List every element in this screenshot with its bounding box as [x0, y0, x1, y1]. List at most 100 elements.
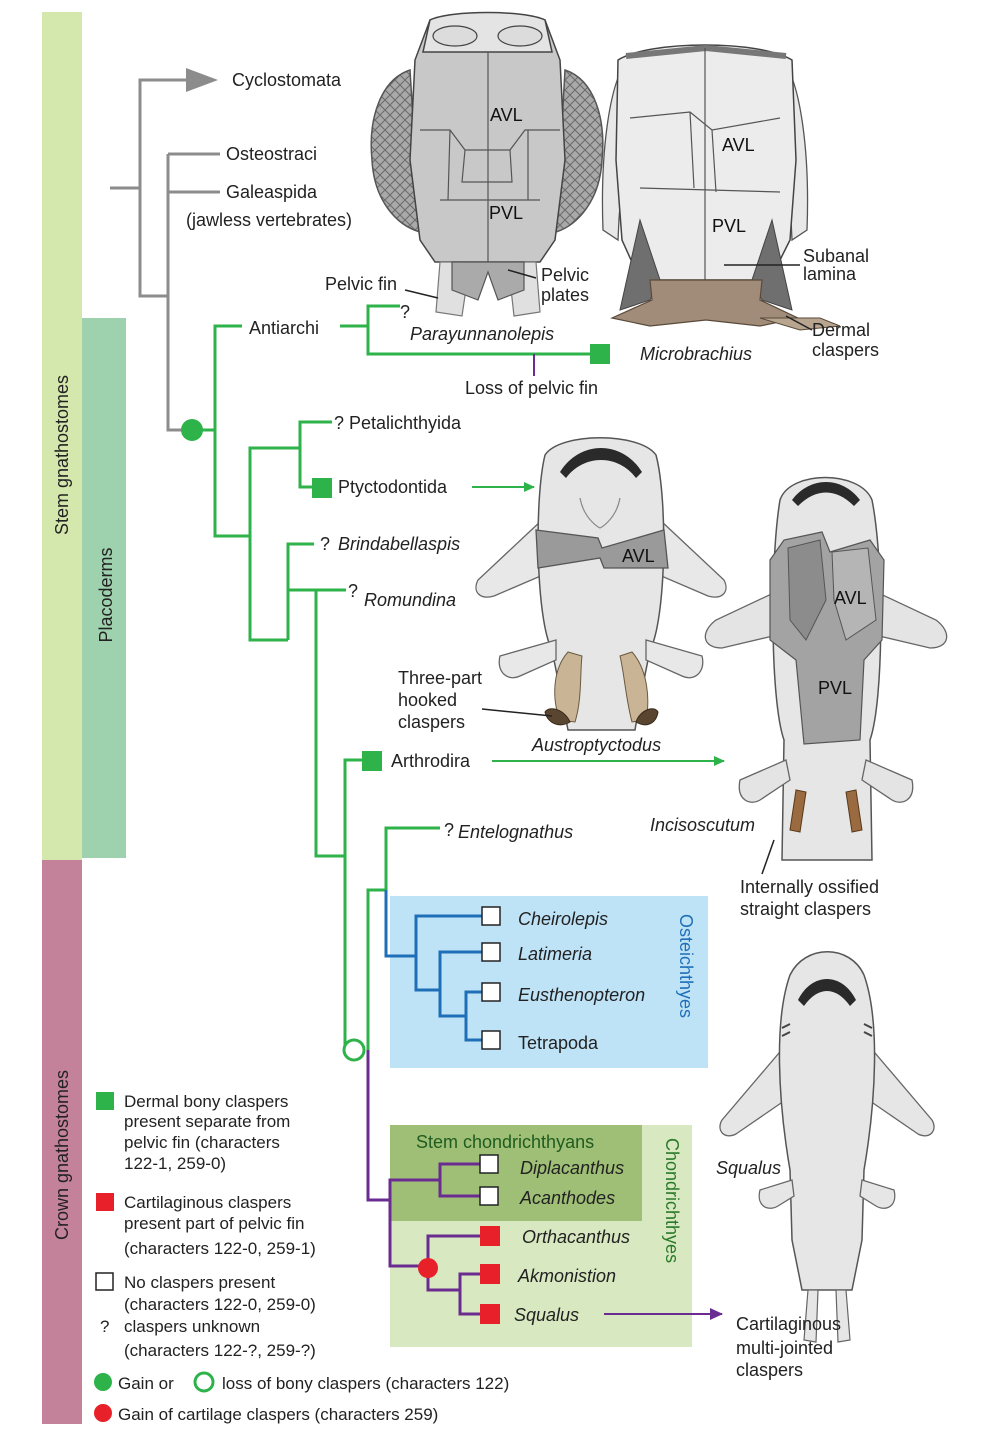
label-akmonistion: Akmonistion — [517, 1266, 616, 1286]
unknown-brindabellaspis: ? — [320, 534, 330, 554]
legend-dermal-2: present separate from — [124, 1112, 290, 1131]
taxon-labels: Cyclostomata Osteostraci Galeaspida (jaw… — [186, 70, 752, 1325]
legend-none-1: No claspers present — [124, 1273, 275, 1292]
marker-none-acanthodes — [479, 1186, 499, 1206]
unknown-petalichthyida: ? — [334, 413, 344, 433]
marker-none-tetrapoda — [481, 1030, 501, 1050]
chondrichthyes-label: Chondrichthyes — [662, 1138, 682, 1263]
incisoscutum-pvl: PVL — [818, 678, 852, 698]
legend-cart-2: present part of pelvic fin — [124, 1214, 304, 1233]
legend-dermal-1: Dermal bony claspers — [124, 1092, 288, 1111]
label-orthacanthus: Orthacanthus — [522, 1227, 630, 1247]
microbrachius-pvl: PVL — [712, 216, 746, 236]
legend-loss-bony: loss of bony claspers (characters 122) — [222, 1374, 509, 1393]
label-three-part-2: hooked — [398, 690, 457, 710]
label-cartilaginous-3: claspers — [736, 1360, 803, 1380]
label-incisoscutum: Incisoscutum — [650, 815, 755, 835]
label-diplacanthus: Diplacanthus — [520, 1158, 624, 1178]
label-brindabellaspis: Brindabellaspis — [338, 534, 460, 554]
label-cartilaginous-1: Cartilaginous — [736, 1314, 841, 1334]
label-subanal-1: Subanal — [803, 246, 869, 266]
label-entelognathus: Entelognathus — [458, 822, 573, 842]
label-microbrachius: Microbrachius — [640, 344, 752, 364]
osteichthyes-box — [390, 896, 708, 1068]
marker-none-cheirolepis — [481, 906, 501, 926]
placoderm-bar — [82, 318, 126, 858]
label-austroptyctodus: Austroptyctodus — [531, 735, 661, 755]
legend-gain-or: Gain or — [118, 1374, 174, 1393]
microbrachius-avl: AVL — [722, 135, 755, 155]
label-osteostraci: Osteostraci — [226, 144, 317, 164]
legend-dermal-4: 122-1, 259-0) — [124, 1154, 226, 1173]
label-subanal-2: lamina — [803, 264, 857, 284]
label-ptyctodontida: Ptyctodontida — [338, 477, 448, 497]
label-acanthodes: Acanthodes — [519, 1188, 615, 1208]
label-parayunnanolepis: Parayunnanolepis — [410, 324, 554, 344]
legend-unknown-mark: ? — [100, 1317, 109, 1336]
parayunnanolepis-pvl: PVL — [489, 203, 523, 223]
austroptyctodus-illustration: AVL Three-part hooked claspers Austropty… — [398, 437, 727, 755]
marker-dermal-microbrachius — [590, 344, 610, 364]
label-arthrodira: Arthrodira — [391, 751, 471, 771]
label-three-part-3: claspers — [398, 712, 465, 732]
crown-bar-label: Crown gnathostomes — [52, 1070, 72, 1240]
legend-dermal-3: pelvic fin (characters — [124, 1133, 280, 1152]
marker-cart-squalus — [480, 1304, 500, 1324]
side-bars: Stem gnathostomes Placoderms Crown gnath… — [42, 12, 126, 1424]
legend-none-2: (characters 122-0, 259-0) — [124, 1295, 316, 1314]
label-galeaspida: Galeaspida — [226, 182, 318, 202]
marker-cart-akmonistion — [480, 1264, 500, 1284]
loss-bony-claspers-node — [342, 1038, 366, 1062]
marker-cart-orthacanthus — [480, 1226, 500, 1246]
parayunnanolepis-avl: AVL — [490, 105, 523, 125]
squalus-illustration: Squalus Cartilaginous multi-jointed clas… — [716, 951, 935, 1380]
legend-gain-swatch — [94, 1373, 112, 1391]
marker-dermal-ptyctodontida — [312, 478, 332, 498]
stem-bar — [42, 12, 82, 860]
legend-cart-gain-swatch — [94, 1404, 112, 1422]
legend-unknown-2: (characters 122-?, 259-?) — [124, 1341, 316, 1360]
label-jawless: (jawless vertebrates) — [186, 210, 352, 230]
label-pelvic-plates-2: plates — [541, 285, 589, 305]
marker-none-latimeria — [481, 942, 501, 962]
label-tetrapoda: Tetrapoda — [518, 1033, 599, 1053]
unknown-parayunnanolepis: ? — [400, 302, 410, 322]
blue-branches — [384, 890, 482, 1042]
parayunnanolepis-illustration: AVL PVL Pelvic fin Pelvic plates — [325, 11, 604, 317]
osteichthyes-label: Osteichthyes — [676, 914, 696, 1018]
label-internally-2: straight claspers — [740, 899, 871, 919]
label-loss-pelvic-fin: Loss of pelvic fin — [465, 378, 598, 398]
legend-none-swatch — [95, 1272, 114, 1291]
legend-cart-3: (characters 122-0, 259-1) — [124, 1239, 316, 1258]
label-pelvic-fin: Pelvic fin — [325, 274, 397, 294]
stem-bar-label: Stem gnathostomes — [52, 375, 72, 535]
label-cheirolepis: Cheirolepis — [518, 909, 608, 929]
legend-unknown-1: claspers unknown — [124, 1317, 260, 1336]
gain-cartilage-claspers-node — [418, 1258, 438, 1278]
label-cyclostomata: Cyclostomata — [232, 70, 342, 90]
legend-cart-swatch — [96, 1193, 114, 1211]
microbrachius-illustration: AVL PVL Subanal lamina Dermal claspers — [601, 44, 879, 360]
label-dermal-claspers-2: claspers — [812, 340, 879, 360]
label-squalus-tip: Squalus — [514, 1305, 579, 1325]
legend-dermal-swatch — [96, 1092, 114, 1110]
incisoscutum-illustration: AVL PVL Incisoscutum Internally ossified… — [650, 476, 948, 919]
label-eusthenopteron: Eusthenopteron — [518, 985, 645, 1005]
purple-branches — [366, 1050, 482, 1316]
green-branches — [192, 304, 598, 1050]
cyclostomata-arrowhead — [186, 68, 218, 92]
marker-dermal-arthrodira — [362, 751, 382, 771]
stem-chondrichthyans-label: Stem chondrichthyans — [416, 1132, 594, 1152]
label-dermal-claspers-1: Dermal — [812, 320, 870, 340]
label-cartilaginous-2: multi-jointed — [736, 1338, 833, 1358]
label-internally-1: Internally ossified — [740, 877, 879, 897]
marker-none-diplacanthus — [479, 1154, 499, 1174]
legend: Dermal bony claspers present separate fr… — [94, 1092, 509, 1424]
unknown-romundina: ? — [348, 581, 358, 601]
label-latimeria: Latimeria — [518, 944, 592, 964]
incisoscutum-avl: AVL — [834, 588, 867, 608]
legend-cart-gain: Gain of cartilage claspers (characters 2… — [118, 1405, 438, 1424]
label-romundina: Romundina — [364, 590, 456, 610]
label-three-part-1: Three-part — [398, 668, 482, 688]
